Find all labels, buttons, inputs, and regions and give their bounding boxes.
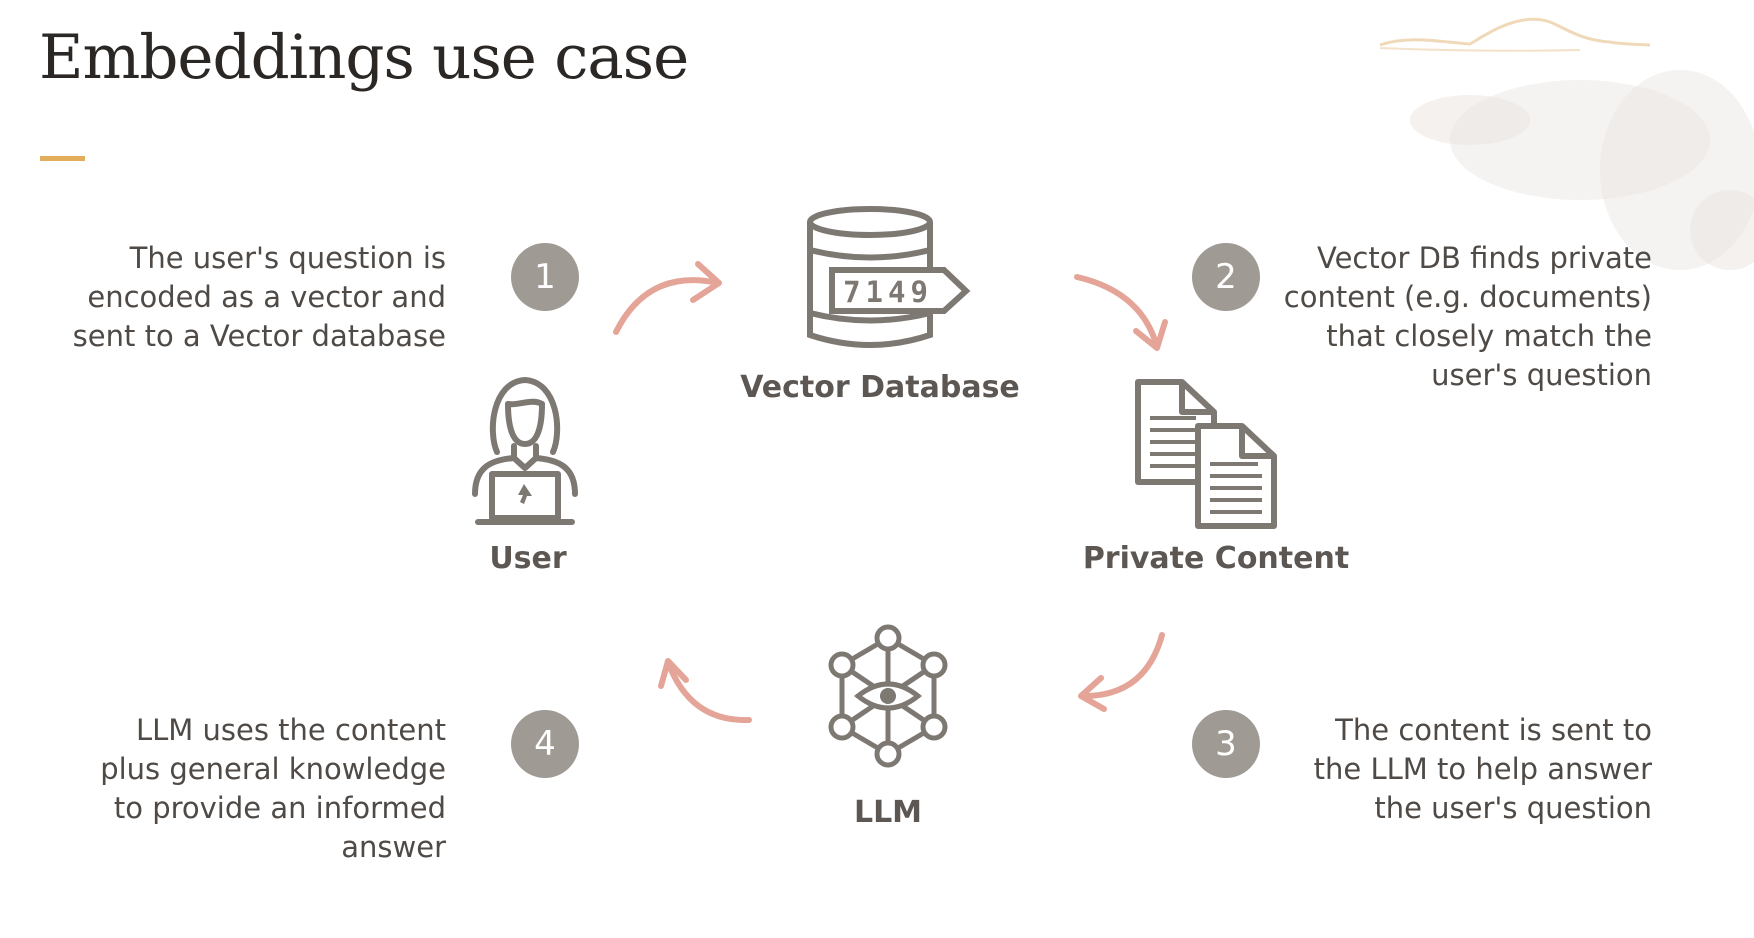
- step-4-line: plus general knowledge: [100, 752, 446, 786]
- step-3-line: The content is sent to: [1335, 713, 1652, 747]
- step-2-description: Vector DB finds private content (e.g. do…: [1284, 239, 1652, 395]
- step-2-line: that closely match the: [1326, 319, 1652, 353]
- step-4-line: to provide an informed: [113, 791, 446, 825]
- database-icon: 7149: [807, 206, 971, 348]
- vector-database-label: Vector Database: [740, 370, 1020, 405]
- private-content-label: Private Content: [1082, 541, 1350, 576]
- step-2-line: Vector DB finds private: [1317, 241, 1652, 275]
- step-1-line: The user's question is: [129, 241, 446, 275]
- step-4-line: LLM uses the content: [135, 713, 446, 747]
- llm-label: LLM: [853, 795, 923, 830]
- step-4-description: LLM uses the content plus general knowle…: [100, 711, 446, 867]
- neural-network-icon: [828, 624, 948, 768]
- user-label: User: [489, 541, 567, 576]
- title-accent-bar: [40, 156, 85, 161]
- step-3-line: the LLM to help answer: [1313, 752, 1652, 786]
- step-1-line: sent to a Vector database: [72, 319, 446, 353]
- arrow-vector-db-to-content: [1074, 274, 1160, 350]
- arrow-user-to-vector-db: [613, 277, 721, 335]
- documents-icon: [1135, 379, 1277, 529]
- step-1-line: encoded as a vector and: [87, 280, 446, 314]
- user-icon: [472, 377, 578, 525]
- step-2-line: content (e.g. documents): [1283, 280, 1652, 314]
- arrow-head-3: [1078, 675, 1107, 712]
- step-1-badge: 1: [511, 243, 579, 311]
- arrow-head-1: [690, 261, 722, 303]
- step-1-description: The user's question is encoded as a vect…: [73, 239, 446, 356]
- arrow-llm-to-user: [665, 659, 752, 724]
- page-title: Embeddings use case: [39, 22, 689, 93]
- step-2-badge: 2: [1192, 243, 1260, 311]
- step-4-line: answer: [341, 830, 446, 864]
- step-3-line: the user's question: [1374, 791, 1652, 825]
- arrow-content-to-llm: [1079, 632, 1165, 700]
- step-3-badge: 3: [1192, 710, 1260, 778]
- step-2-line: user's question: [1431, 358, 1652, 392]
- arrow-head-2: [1133, 319, 1168, 351]
- arrow-head-4: [658, 658, 689, 689]
- step-4-badge: 4: [511, 710, 579, 778]
- step-3-description: The content is sent to the LLM to help a…: [1314, 711, 1652, 828]
- decorative-pattern-icon: [1379, 17, 1754, 270]
- vector-code: 7149: [843, 275, 933, 309]
